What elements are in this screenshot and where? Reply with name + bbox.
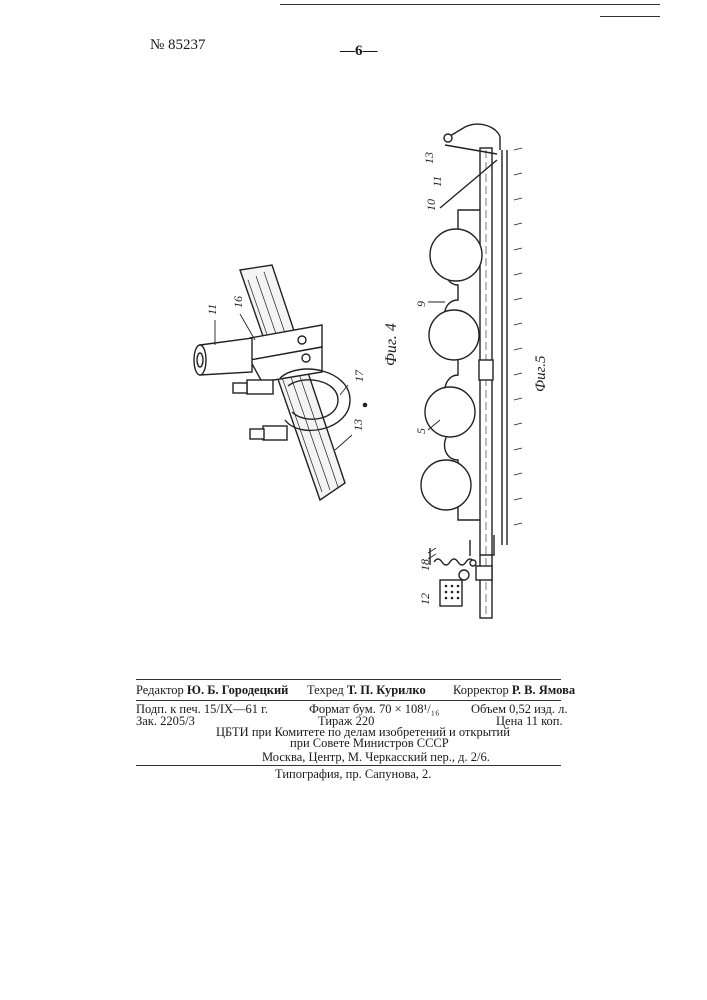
fig5-label-18: 18 [418,559,432,571]
fig5-label-13: 13 [422,152,436,164]
corrector-label: Корректор [453,683,509,697]
fig4-fastener-1 [247,380,273,394]
fig4-label-17: 17 [352,369,366,382]
fig5-label-10: 10 [424,199,438,211]
tech-label: Техред [307,683,344,697]
fig5-hook [450,124,500,150]
publisher-line-2: при Совете Министров СССР [290,736,449,751]
fig5-drum-2 [429,310,479,360]
fig4-caption: Фиг. 4 [383,323,400,366]
fig4-drawing [194,265,367,500]
fig5-ground [514,148,522,525]
corrector-name: Р. В. Ямова [512,683,575,697]
imprint-mid-rule [136,700,561,701]
fig5-label-11: 11 [430,176,444,187]
fig5-drum-4 [421,460,471,510]
fig5-label-9: 9 [414,301,428,307]
editor-name: Ю. Б. Городецкий [187,683,288,697]
fig5-spring [434,559,474,565]
fig4-label-16: 16 [231,296,245,308]
fig5-label-12: 12 [418,593,432,605]
tech-name: Т. П. Курилко [347,683,426,697]
fig4-fastener-2 [263,426,287,440]
imprint-top-rule [136,679,561,680]
fig5-drum-1 [430,229,482,281]
fig5-caption: Фиг.5 [533,355,549,392]
editor-label: Редактор [136,683,184,697]
imprint-bottom-rule [136,765,561,766]
printer: Типография, пр. Сапунова, 2. [275,767,431,782]
fig4-pipe [200,338,252,375]
fig4-label-13: 13 [351,419,365,431]
fig5-label-5: 5 [414,428,428,434]
order-number: Зак. 2205/3 [136,714,195,729]
editor-line: Редактор Ю. Б. Городецкий [136,683,288,698]
techred-line: Техред Т. П. Курилко [307,683,426,698]
address: Москва, Центр, М. Черкасский пер., д. 2/… [262,750,490,765]
fig5-drum-3 [425,387,475,437]
fig5-drawing [421,124,522,618]
fig4-label-11: 11 [205,304,219,315]
corrector-line: Корректор Р. В. Ямова [453,683,575,698]
